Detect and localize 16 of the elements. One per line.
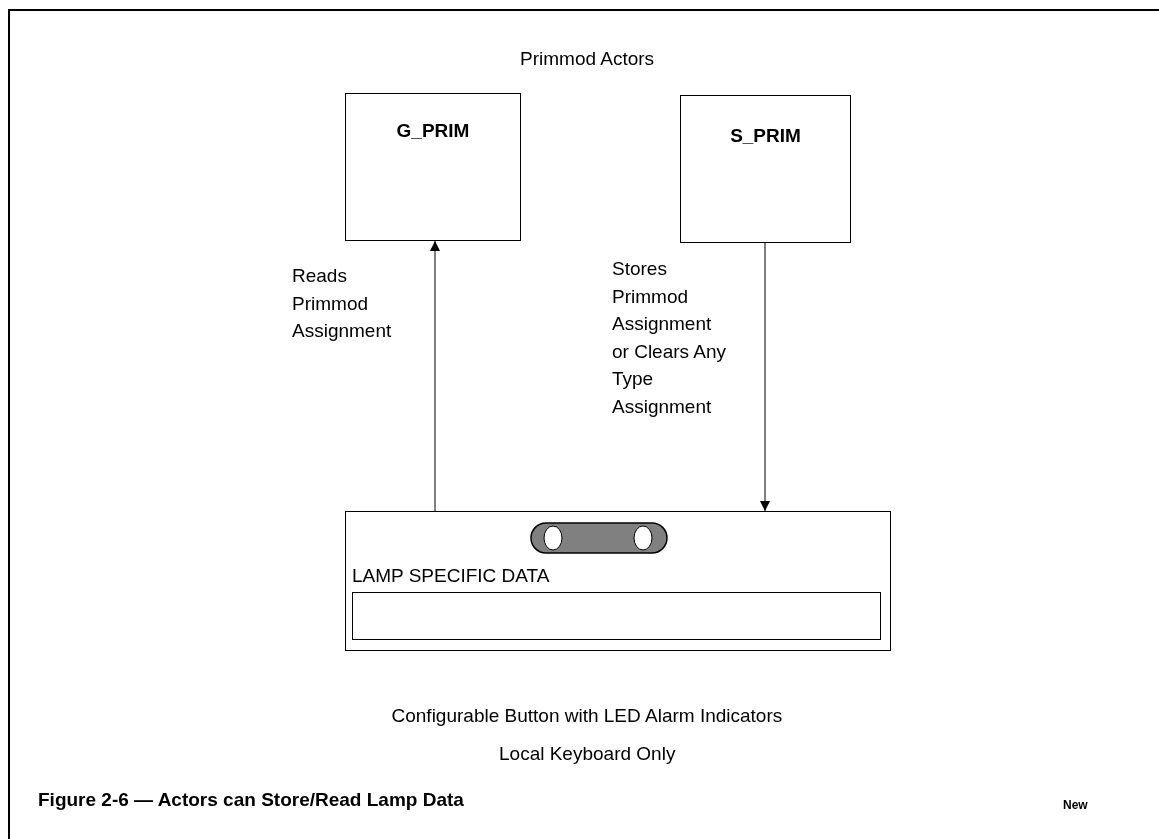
data-field (352, 592, 881, 640)
arrow (430, 240, 440, 512)
actor-name: G_PRIM (395, 120, 471, 142)
diagram-title: Primmod Actors (520, 48, 655, 70)
actor-name: S_PRIM (729, 125, 802, 147)
section-label: LAMP SPECIFIC DATA (352, 565, 550, 587)
panel-caption: Configurable Button with LED Alarm Indicators (391, 705, 783, 727)
button-panel (345, 511, 891, 651)
arrow (760, 242, 770, 512)
actor-box (345, 93, 521, 241)
note-label: New (1063, 798, 1088, 812)
edge-label: Stores Primmod Assignment or Clears Any Type Assignment (612, 257, 727, 419)
actor-box (680, 95, 851, 243)
edge-label: Reads Primmod Assignment (292, 264, 393, 343)
panel-caption: Local Keyboard Only (499, 743, 676, 765)
figure-caption: Figure 2-6 — Actors can Store/Read Lamp Data (38, 789, 464, 811)
